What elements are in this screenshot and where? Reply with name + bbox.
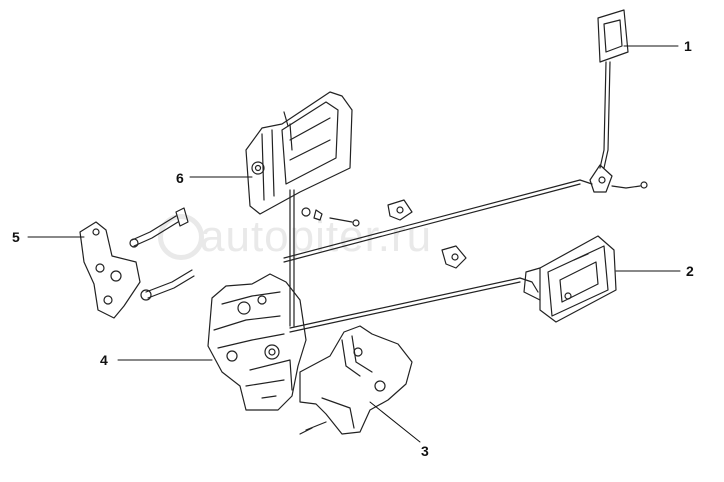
part-5-striker-bracket — [79, 207, 195, 319]
callout-3: 3 — [421, 443, 429, 459]
callout-1: 1 — [684, 38, 692, 54]
callout-2: 2 — [686, 263, 694, 279]
part-2-remote-handle — [523, 235, 617, 323]
part-6-outer-handle — [245, 91, 353, 215]
callout-6: 6 — [176, 170, 184, 186]
callout-leader-lines — [27, 45, 681, 443]
connecting-rods — [283, 179, 593, 333]
part-4-lock-mechanism — [207, 273, 307, 411]
small-fasteners — [301, 199, 467, 269]
callout-5: 5 — [12, 229, 20, 245]
part-1-inner-handle — [589, 9, 648, 193]
watermark-logo-icon — [158, 214, 204, 260]
callout-4: 4 — [100, 352, 108, 368]
leader-line-3 — [369, 401, 421, 443]
part-3-latch-actuator — [299, 325, 413, 435]
watermark-text: autopiter.ru — [200, 212, 433, 261]
